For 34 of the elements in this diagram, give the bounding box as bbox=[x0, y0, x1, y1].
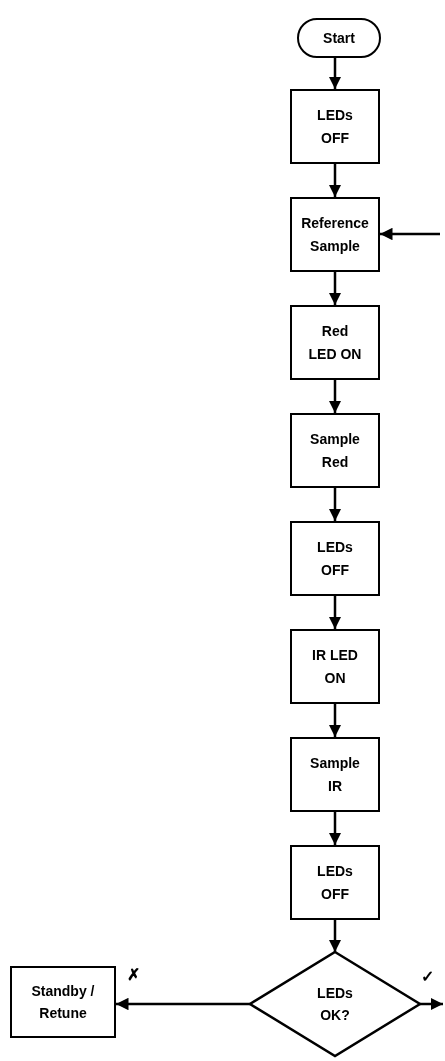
arrow bbox=[328, 596, 342, 629]
arrow bbox=[116, 997, 250, 1011]
node-label: Standby / Retune bbox=[30, 981, 96, 1023]
arrow bbox=[328, 920, 342, 952]
node-label: IR LED ON bbox=[311, 646, 359, 688]
arrow bbox=[328, 380, 342, 413]
arrow bbox=[328, 488, 342, 521]
node-label: Sample IR bbox=[309, 754, 361, 796]
arrow bbox=[328, 58, 342, 89]
process-box bbox=[290, 521, 380, 596]
node-label: Sample Red bbox=[309, 430, 361, 472]
arrow bbox=[380, 227, 440, 241]
node-label: LEDs OFF bbox=[316, 862, 354, 904]
node-label: Red LED ON bbox=[307, 322, 363, 364]
node-label: LEDs OFF bbox=[316, 538, 354, 580]
node-label: Start bbox=[322, 28, 356, 48]
node-label: LEDs OFF bbox=[316, 106, 354, 148]
process-box bbox=[290, 305, 380, 380]
arrow bbox=[420, 997, 443, 1011]
node-label: LEDs OK? bbox=[316, 983, 354, 1025]
arrow bbox=[328, 704, 342, 737]
process-box bbox=[290, 845, 380, 920]
process-box bbox=[290, 197, 380, 272]
process-box bbox=[290, 629, 380, 704]
process-box bbox=[290, 89, 380, 164]
arrow bbox=[328, 272, 342, 305]
node-label: Reference Sample bbox=[301, 214, 369, 256]
start-terminal bbox=[297, 18, 381, 58]
process-box bbox=[290, 413, 380, 488]
arrow bbox=[328, 812, 342, 845]
arrow bbox=[328, 164, 342, 197]
edge-label: ✗ bbox=[126, 966, 141, 984]
process-box bbox=[290, 737, 380, 812]
process-box bbox=[10, 966, 116, 1038]
